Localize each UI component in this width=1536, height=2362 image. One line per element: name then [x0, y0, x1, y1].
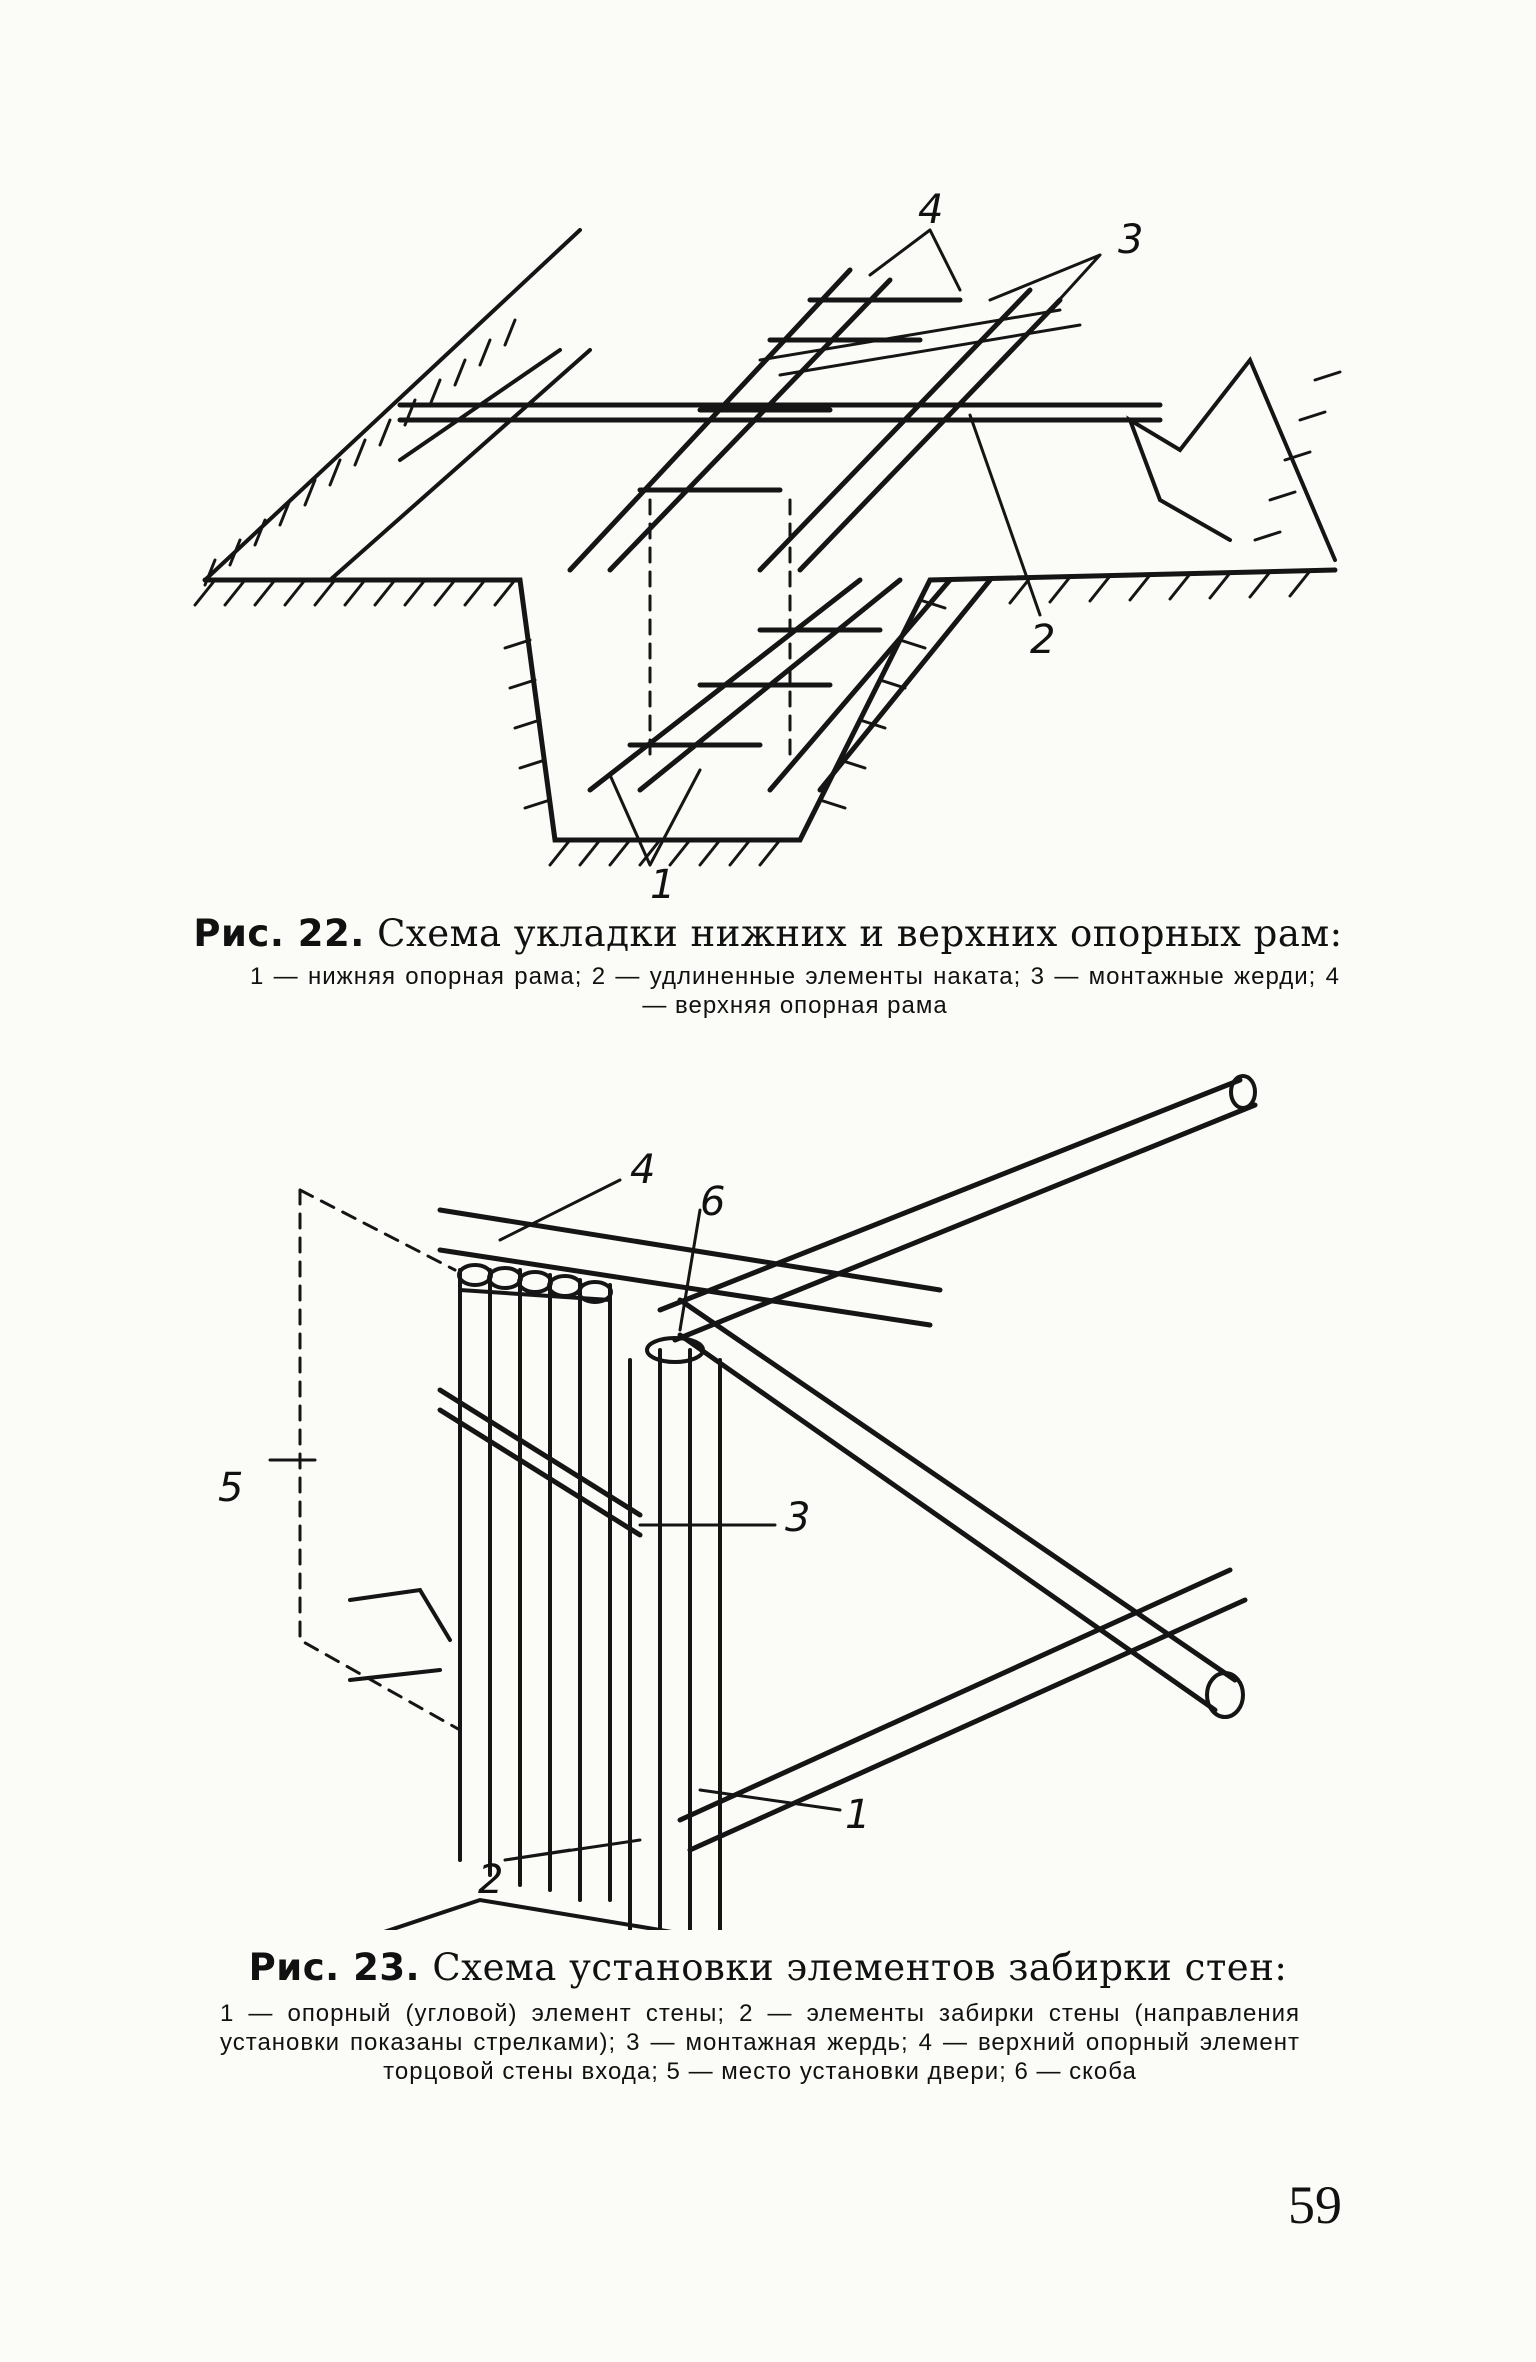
figure-23-number: Рис. 23.	[248, 1946, 421, 1989]
figure-22-label-2: 2	[1030, 617, 1056, 663]
figure-23: 4 6 5 3 1 2	[0, 1060, 1536, 1930]
figure-22-number: Рис. 22.	[193, 912, 365, 955]
figure-23-caption-title: Рис. 23. Схема установки элементов забир…	[0, 1946, 1536, 1990]
figure-23-title: Схема установки элементов забирки стен:	[432, 1946, 1288, 1989]
figure-22-caption-title: Рис. 22. Схема укладки нижних и верхних …	[0, 912, 1536, 956]
figure-23-label-3: 3	[785, 1495, 811, 1541]
figure-23-legend: 1 — опорный (угловой) элемент стены; 2 —…	[220, 2000, 1300, 2085]
figure-22: 4 3 2 1	[0, 190, 1536, 905]
figure-23-label-4: 4	[630, 1147, 656, 1193]
figure-22-label-4: 4	[918, 187, 944, 233]
figure-23-label-1: 1	[845, 1792, 871, 1838]
figure-22-label-3: 3	[1118, 217, 1144, 263]
figure-22-title: Схема укладки нижних и верхних опорных р…	[377, 912, 1343, 955]
figure-23-label-6: 6	[700, 1179, 726, 1225]
figure-23-label-5: 5	[218, 1465, 244, 1511]
figure-23-label-2: 2	[478, 1857, 504, 1903]
page-number: 59	[1288, 2175, 1342, 2235]
figure-22-drawing	[193, 228, 1342, 867]
figure-23-drawing	[268, 1074, 1258, 1930]
figure-22-legend: 1 — нижняя опорная рама; 2 — удлиненные …	[250, 963, 1340, 1019]
figure-22-label-1: 1	[650, 862, 676, 908]
